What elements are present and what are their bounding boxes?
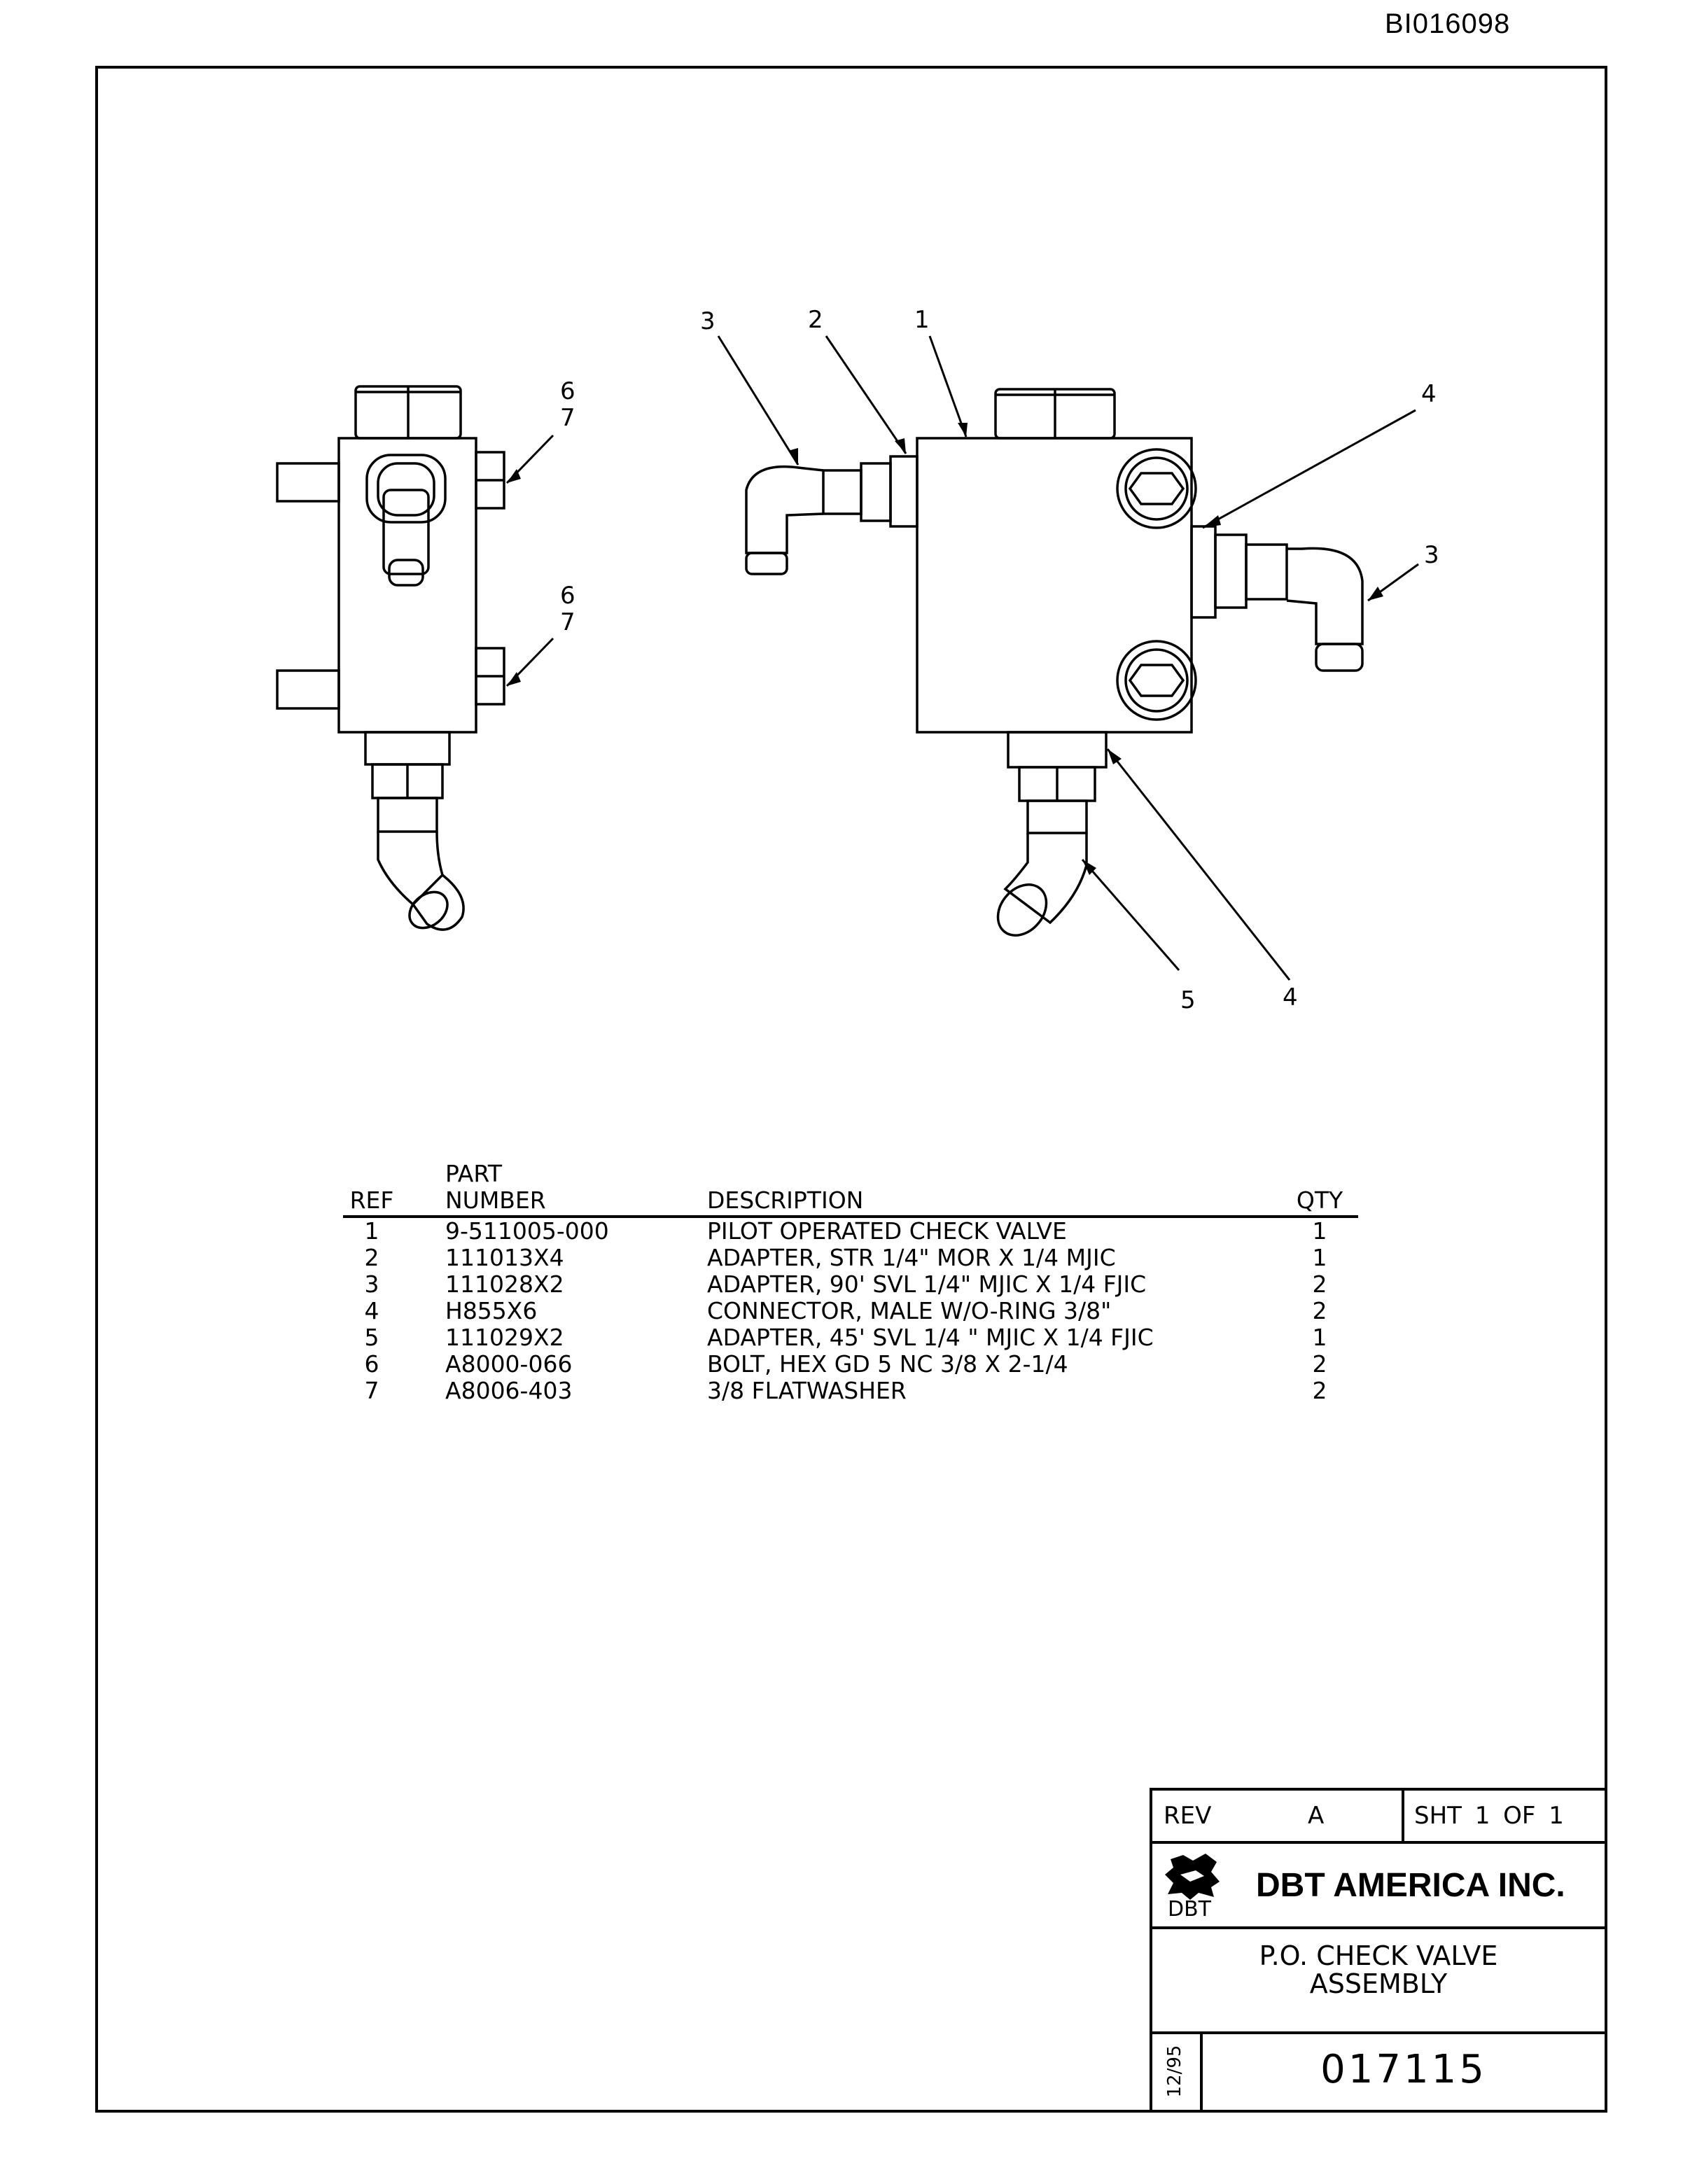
row-qty: 2 (1312, 1297, 1327, 1324)
parts-list-header: REF PART NUMBER DESCRIPTION QTY (343, 1155, 1358, 1218)
row-qty: 2 (1312, 1270, 1327, 1298)
row-ref: 3 (364, 1270, 379, 1298)
parts-list: REF PART NUMBER DESCRIPTION QTY 1 9-5110… (343, 1155, 1358, 1404)
row-ref: 6 (364, 1350, 379, 1378)
row-description: BOLT, HEX GD 5 NC 3/8 X 2-1/4 (707, 1350, 1068, 1378)
row-qty: 1 (1312, 1217, 1327, 1245)
document-id: BI016098 (1385, 8, 1511, 39)
revision-row: REV A SHT 1 OF 1 (1152, 1791, 1605, 1844)
row-description: PILOT OPERATED CHECK VALVE (707, 1217, 1067, 1245)
company-row: DBT DBT AMERICA INC. (1152, 1841, 1605, 1929)
callout-3-right: 3 (1424, 541, 1439, 569)
company-name: DBT AMERICA INC. (1256, 1867, 1565, 1904)
logo-text: DBT (1168, 1897, 1212, 1921)
header-description: DESCRIPTION (707, 1186, 864, 1214)
drawing-number-row: 12/95 017115 (1152, 2031, 1605, 2111)
row-ref: 4 (364, 1297, 379, 1324)
leader-arrowheads (507, 423, 1383, 875)
row-qty: 2 (1312, 1377, 1327, 1404)
rev-value: A (1308, 1802, 1325, 1830)
callout-5: 5 (1180, 986, 1196, 1014)
table-row: 5 111029X2 ADAPTER, 45' SVL 1/4 " MJIC X… (343, 1324, 1358, 1351)
header-ref: REF (349, 1186, 394, 1214)
header-qty: QTY (1296, 1186, 1343, 1214)
row-part-number: A8006-403 (445, 1377, 573, 1404)
title-block: REV A SHT 1 OF 1 DBT DBT AMERICA INC. P.… (1150, 1788, 1605, 2111)
callout-7-mid: 7 (560, 608, 575, 636)
title-line-2: ASSEMBLY (1309, 1968, 1448, 1999)
callout-2: 2 (808, 306, 823, 334)
drawing-title: P.O. CHECK VALVE ASSEMBLY (1152, 1926, 1605, 2034)
row-description: ADAPTER, 45' SVL 1/4 " MJIC X 1/4 FJIC (707, 1324, 1154, 1351)
table-row: 2 111013X4 ADAPTER, STR 1/4" MOR X 1/4 M… (343, 1245, 1358, 1271)
side-view (276, 385, 505, 931)
table-row: 4 H855X6 CONNECTOR, MALE W/O-RING 3/8" 2 (343, 1298, 1358, 1324)
row-qty: 1 (1312, 1324, 1327, 1351)
drawing-number: 017115 (1320, 2047, 1487, 2092)
table-row: 6 A8000-066 BOLT, HEX GD 5 NC 3/8 X 2-1/… (343, 1351, 1358, 1378)
row-part-number: 111028X2 (445, 1270, 564, 1298)
sheet-number: SHT 1 OF 1 (1414, 1802, 1564, 1830)
callout-1: 1 (914, 306, 930, 334)
row-qty: 2 (1312, 1350, 1327, 1378)
callout-6-mid: 6 (560, 582, 575, 610)
front-view (745, 388, 1364, 937)
row-ref: 1 (364, 1217, 379, 1245)
row-description: ADAPTER, 90' SVL 1/4" MJIC X 1/4 FJIC (707, 1270, 1147, 1298)
callout-4-right: 4 (1421, 380, 1437, 408)
header-part-line2: NUMBER (445, 1186, 546, 1214)
callout-3-left: 3 (700, 307, 715, 335)
date-cell: 12/95 (1152, 2031, 1203, 2111)
row-ref: 5 (364, 1324, 379, 1351)
drawing-date: 12/95 (1164, 2045, 1185, 2098)
callout-6-top: 6 (560, 377, 575, 405)
header-part-line1: PART (445, 1160, 503, 1187)
table-row: 7 A8006-403 3/8 FLATWASHER 2 (343, 1378, 1358, 1404)
table-row: 3 111028X2 ADAPTER, 90' SVL 1/4" MJIC X … (343, 1271, 1358, 1298)
row-part-number: 111029X2 (445, 1324, 564, 1351)
row-ref: 2 (364, 1244, 379, 1271)
row-description: CONNECTOR, MALE W/O-RING 3/8" (707, 1297, 1112, 1324)
callout-4-bottom: 4 (1283, 983, 1298, 1011)
callout-7-top: 7 (560, 404, 575, 432)
drawing-frame (95, 66, 1607, 2113)
row-part-number: 111013X4 (445, 1244, 564, 1271)
dbt-logo-icon (1165, 1854, 1220, 1900)
row-part-number: 9-511005-000 (445, 1217, 609, 1245)
row-ref: 7 (364, 1377, 379, 1404)
table-row: 1 9-511005-000 PILOT OPERATED CHECK VALV… (343, 1218, 1358, 1245)
divider (1402, 1791, 1404, 1841)
row-part-number: A8000-066 (445, 1350, 573, 1378)
row-qty: 1 (1312, 1244, 1327, 1271)
row-description: 3/8 FLATWASHER (707, 1377, 907, 1404)
leader-lines (505, 335, 1419, 981)
row-description: ADAPTER, STR 1/4" MOR X 1/4 MJIC (707, 1244, 1116, 1271)
title-line-1: P.O. CHECK VALVE (1259, 1940, 1498, 1971)
row-part-number: H855X6 (445, 1297, 538, 1324)
rev-label: REV (1164, 1802, 1212, 1830)
